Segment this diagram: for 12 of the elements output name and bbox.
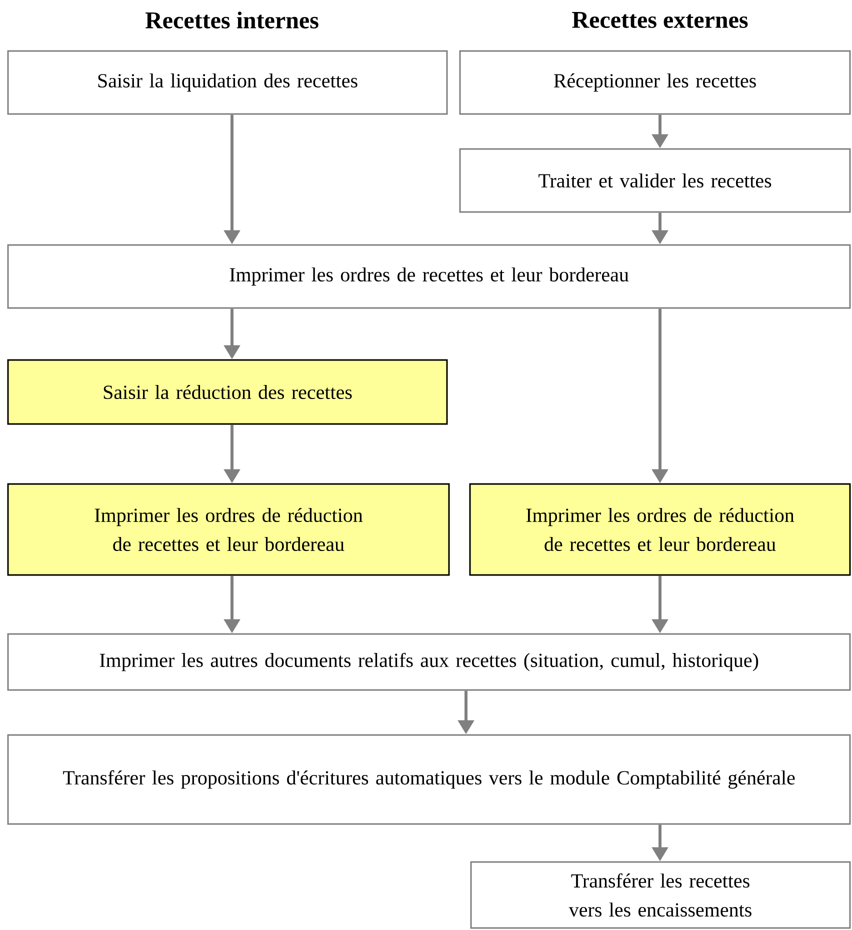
highlighted-step-box: Imprimer les ordres de réduction de recettes et leur bordereau [7, 483, 450, 576]
highlighted-step-box: Imprimer les ordres de réduction de recettes et leur bordereau [469, 483, 851, 576]
process-box: Transférer les propositions d'écritures automatiques vers le module Comptabilité générale [7, 734, 851, 825]
process-box: Réceptionner les recettes [459, 50, 851, 115]
process-box: Transférer les recettes vers les encaissements [470, 861, 851, 929]
process-box: Traiter et valider les recettes [459, 148, 851, 213]
process-box: Imprimer les ordres de recettes et leur bordereau [7, 244, 851, 309]
process-box: Imprimer les autres documents relatifs aux recettes (situation, cumul, historique) [7, 633, 851, 691]
highlighted-step-box: Saisir la réduction des recettes [7, 359, 448, 425]
column-heading: Recettes internes [145, 12, 318, 28]
column-heading: Recettes externes [572, 12, 748, 28]
process-box: Saisir la liquidation des recettes [7, 50, 448, 115]
